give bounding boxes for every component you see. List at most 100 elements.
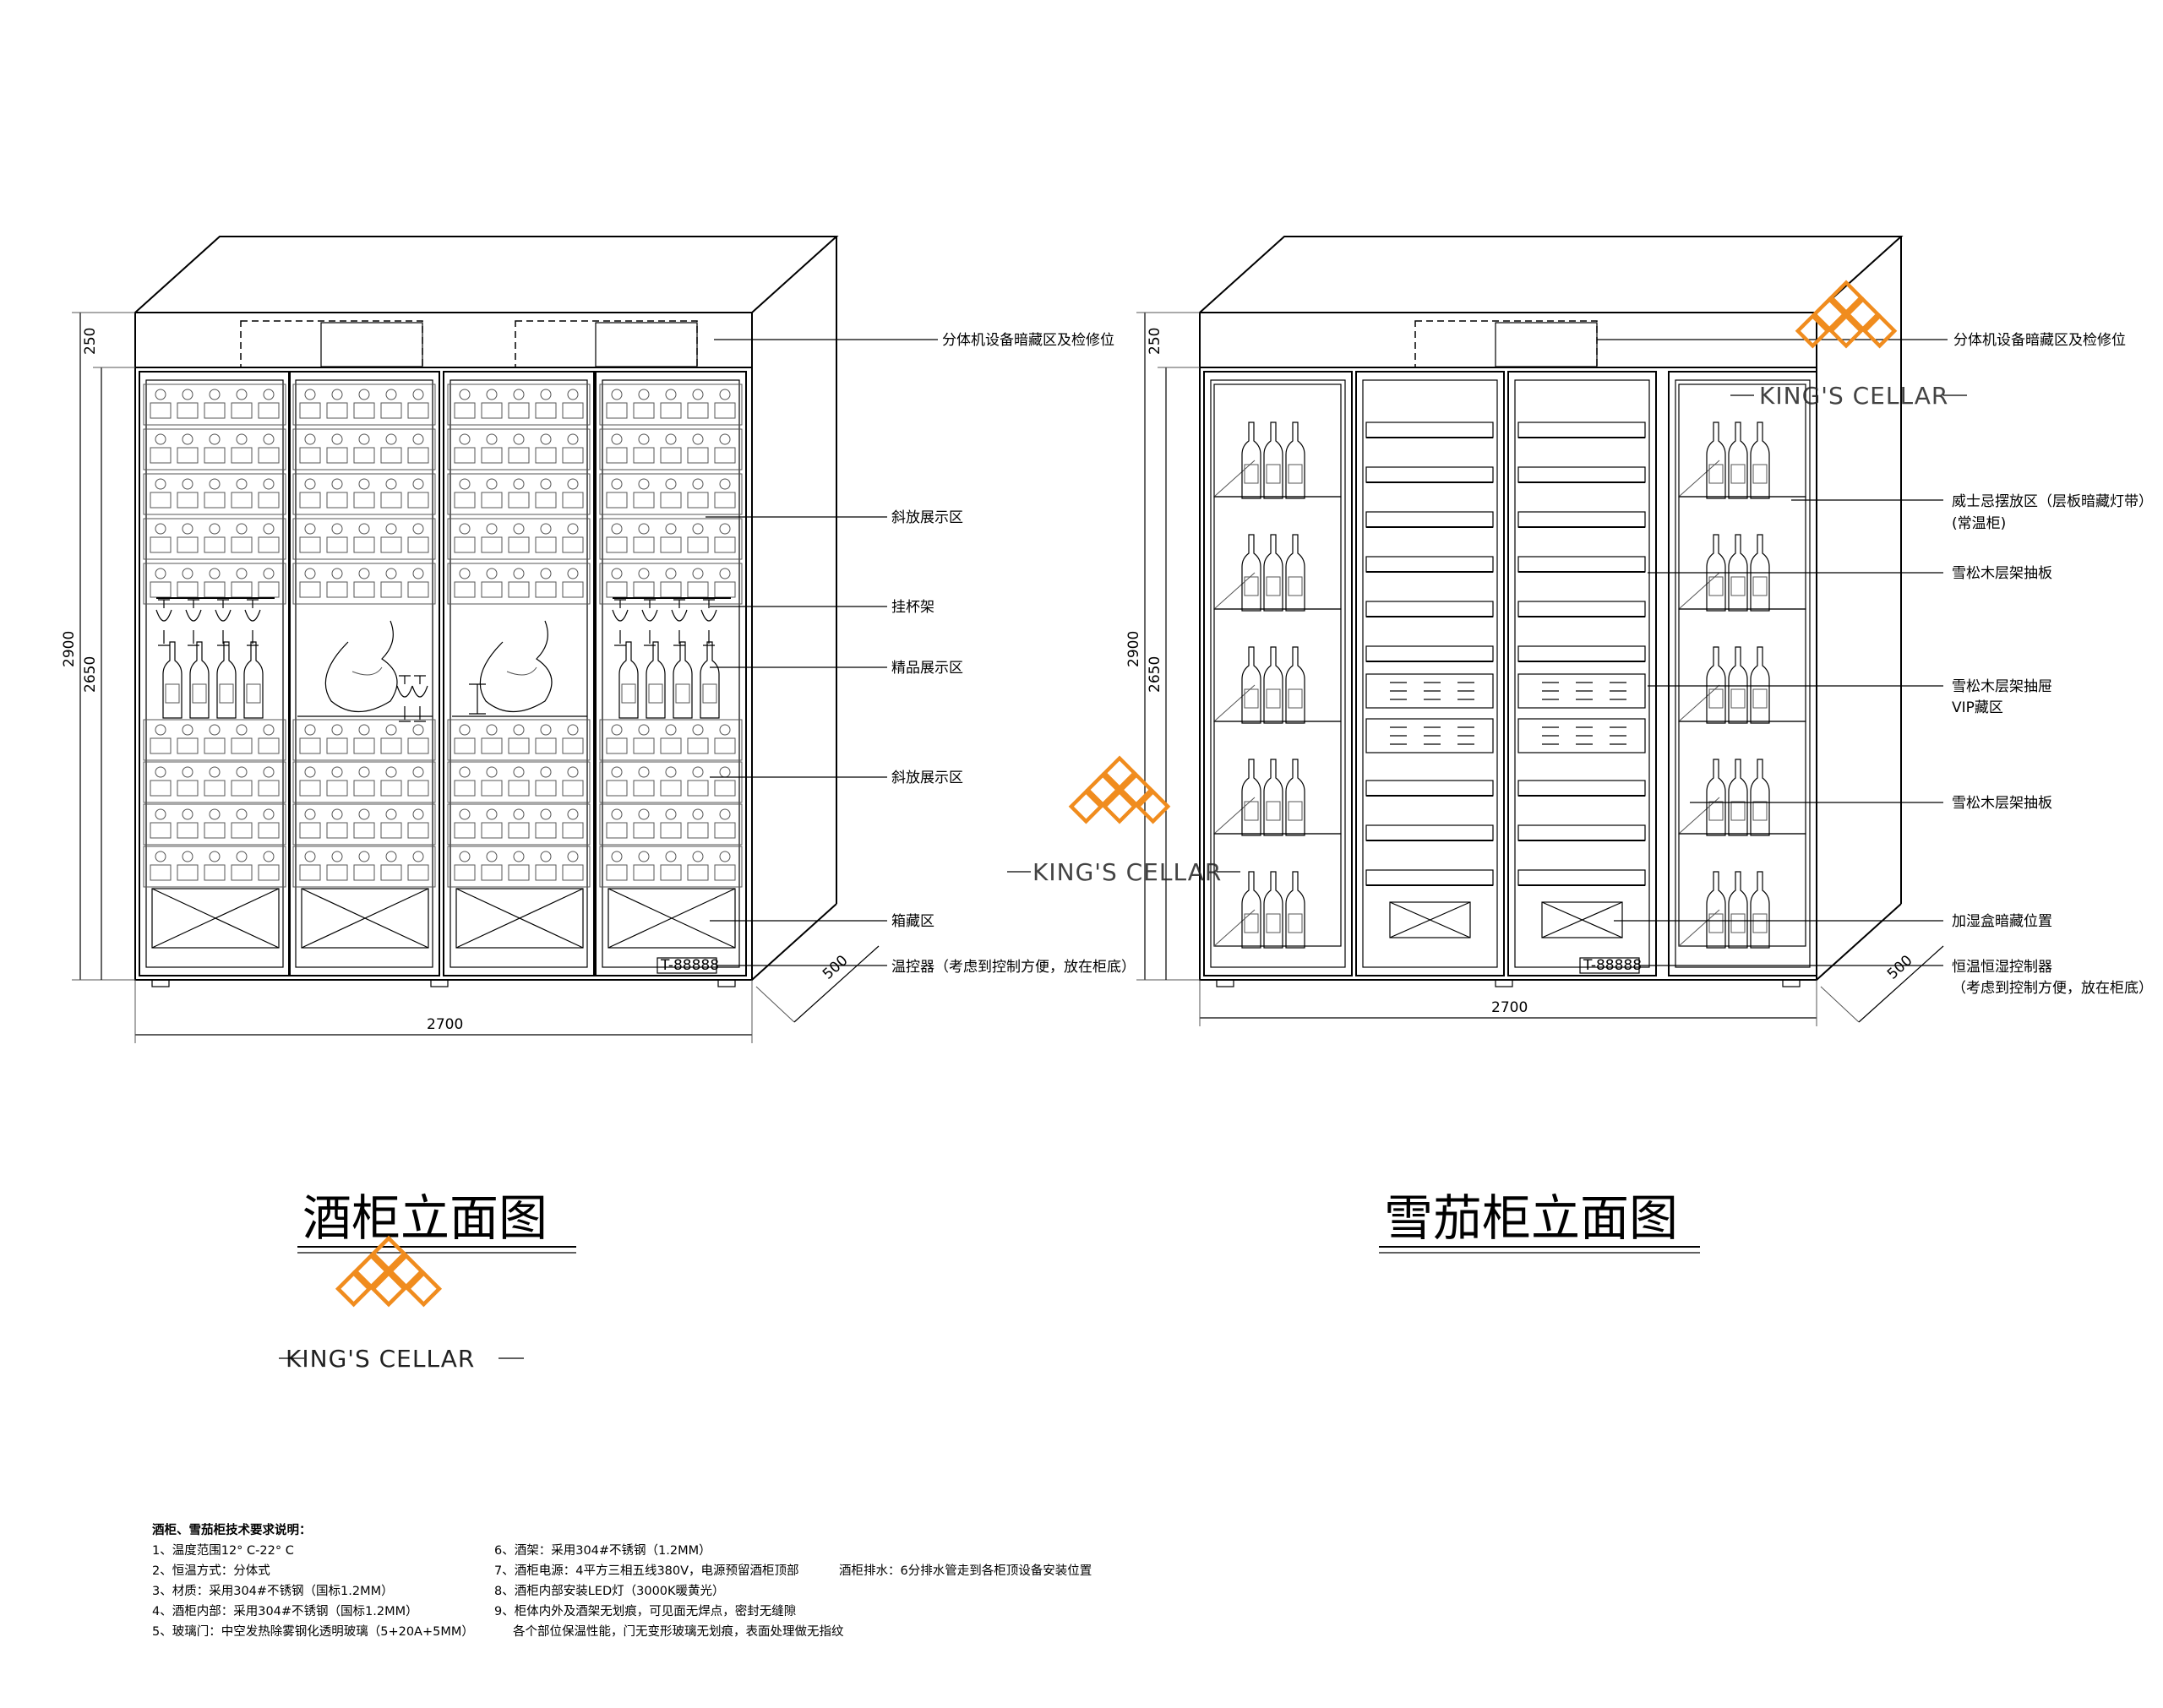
wine-door-glass (449, 379, 588, 968)
wine-rack-cell (143, 719, 286, 761)
cigar-label-cedar-shelf: 雪松木层架抽板 (1952, 565, 2052, 582)
wine-rack-cell (292, 719, 436, 761)
shelf-diagonal (1678, 797, 1720, 835)
logo-diamond (405, 1270, 443, 1308)
wine-top-height: 250 (82, 328, 99, 355)
wine-rack-cell (447, 761, 591, 803)
whisky-bottles (1242, 535, 1305, 611)
cedar-shelf-tray (1517, 601, 1646, 617)
kings-cellar-watermark-right-text: KING'S CELLAR (1759, 382, 1948, 410)
logo-diamond (1861, 313, 1898, 349)
cedar-drawer-vip (1517, 673, 1646, 709)
cigar-label-controller-note: （考虑到控制方便，放在柜底） (1952, 980, 2153, 997)
cigar-door-frame (1203, 371, 1353, 976)
wine-label-case: 箱藏区 (891, 913, 934, 930)
wine-rack-cell (292, 563, 436, 605)
wine-glass-icon (641, 599, 658, 646)
wine-rack-upper (599, 383, 743, 605)
logo-diamond (1828, 313, 1864, 349)
wine-rack-lower (447, 719, 591, 888)
wine-rack-cell (447, 383, 591, 426)
cigar-door-frame (1355, 371, 1505, 976)
shelf-diagonal (1213, 572, 1256, 610)
cedar-shelf-tray (1517, 824, 1646, 841)
notes-column-1: 1、温度范围12° C-22° C 2、恒温方式：分体式 3、材质：采用304#… (152, 1541, 482, 1642)
wine-bottle-icon (618, 641, 639, 719)
wine-cabinet-title: 酒柜立面图 (302, 1189, 548, 1247)
whisky-bottles (1242, 759, 1305, 835)
cigar-total-height: 2900 (1125, 631, 1142, 667)
wine-bottle-icon (216, 641, 237, 719)
wine-width: 2700 (427, 1016, 463, 1033)
wine-rack-upper (143, 383, 286, 605)
cigar-door-glass (1675, 379, 1811, 968)
wine-glass-icon (155, 599, 172, 646)
note-item: 3、材质：采用304#不锈钢（国标1.2MM） (152, 1585, 394, 1598)
wine-label-equipment: 分体机设备暗藏区及检修位 (942, 332, 1114, 349)
cigar-label-equipment: 分体机设备暗藏区及检修位 (1953, 332, 2126, 349)
technical-notes: 酒柜、雪茄柜技术要求说明： 1、温度范围12° C-22° C 2、恒温方式：分… (152, 1520, 1250, 1639)
cedar-shelf-tray (1517, 645, 1646, 662)
wine-case-cross (151, 888, 280, 949)
wine-rack-cell (292, 473, 436, 515)
shelf-diagonal (1213, 909, 1256, 947)
wine-door-frame (443, 371, 595, 976)
cedar-shelf-tray (1517, 511, 1646, 528)
shelf-diagonal (1678, 909, 1720, 947)
wine-rack-cell (599, 719, 743, 761)
decanter-icon (479, 620, 553, 712)
wine-rack-cell (292, 383, 436, 426)
wine-depth: 500 (820, 952, 852, 983)
shelf-diagonal (1678, 684, 1720, 722)
cedar-shelf-tray (1365, 824, 1494, 841)
wine-bottle-icon (162, 641, 183, 719)
logo-diamond (1812, 296, 1847, 332)
wine-case-box (455, 888, 584, 949)
humidifier-cross (1389, 901, 1471, 938)
wine-cabinet-elevation: T-88888 250 2900 2650 2700 500 分体机设备暗藏区及… (61, 236, 1136, 1254)
cedar-shelf-tray (1517, 869, 1646, 886)
whisky-bottles (1242, 647, 1305, 723)
decanter-icon (324, 620, 398, 712)
humidifier-box (1541, 901, 1623, 938)
wine-door-glass (602, 379, 740, 968)
cedar-shelf-tray (1517, 556, 1646, 573)
cedar-drawer-vip (1365, 673, 1494, 709)
logo-diamond (1102, 789, 1137, 824)
cedar-shelf-tray (1517, 466, 1646, 483)
wine-case-cross (455, 888, 584, 949)
whisky-bottle-icon (1242, 872, 1305, 948)
whisky-bottle-icon (1242, 647, 1305, 723)
cigar-label-humidifier: 加湿盒暗藏位置 (1952, 913, 2052, 930)
wine-bottle-icon (189, 641, 210, 719)
cigar-label-cedar-shelf-2: 雪松木层架抽板 (1952, 795, 2052, 812)
cigar-door-glass (1210, 379, 1346, 968)
cigar-cabinet-title: 雪茄柜立面图 (1384, 1189, 1678, 1247)
wine-bottle-icon (700, 641, 720, 719)
wine-rack-cell (447, 803, 591, 846)
whisky-shelf (1213, 833, 1342, 947)
wine-case-cross (607, 888, 736, 949)
cigar-width: 2700 (1491, 999, 1528, 1016)
whisky-bottles (1242, 422, 1305, 498)
whisky-bottle-icon (1707, 647, 1769, 723)
cigar-door-frame (1507, 371, 1657, 976)
cedar-shelf-tray (1365, 556, 1494, 573)
wine-label-thermostat: 温控器（考虑到控制方便，放在柜底） (891, 959, 1136, 976)
wine-rack-cell (447, 473, 591, 515)
kings-cellar-logo (335, 1235, 443, 1308)
decanter-display (297, 620, 433, 722)
whisky-bottle-icon (1707, 759, 1769, 835)
note-item: 5、玻璃门：中空发热除雾钢化透明玻璃（5+20A+5MM） (152, 1625, 474, 1639)
premium-bottles (162, 641, 264, 719)
logo-diamond (1102, 755, 1137, 791)
kings-cellar-watermark-center (1068, 755, 1171, 824)
wine-glass-icon (671, 599, 688, 646)
wine-bottle-icon (673, 641, 693, 719)
wine-bottle-icon (243, 641, 264, 719)
kings-cellar-watermark-center-text: KING'S CELLAR (1032, 858, 1222, 886)
cigar-label-vip: VIP藏区 (1952, 699, 2003, 716)
cigar-label-controller: 恒温恒湿控制器 (1952, 959, 2052, 976)
wine-rack-cell (447, 563, 591, 605)
